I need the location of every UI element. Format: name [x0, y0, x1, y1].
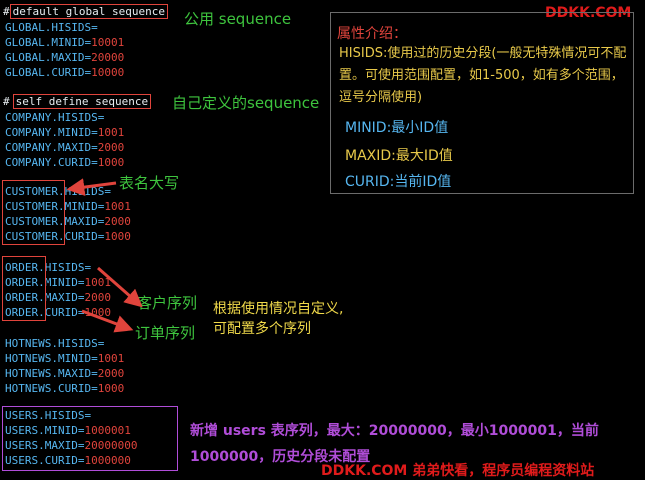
property-curid: CURID:当前ID值 — [345, 174, 452, 190]
users-block-highlight — [2, 406, 178, 471]
config-line: CUSTOMER.CURID=1000 — [5, 230, 131, 243]
config-line: USERS.CURID=1000000 — [5, 454, 131, 467]
brand-bottom: DDKK.COM 弟弟快看，程序员编程资料站 — [321, 463, 595, 479]
order-name-highlight — [2, 256, 46, 321]
arrow-table-upper — [66, 178, 117, 197]
arrow-customer-seq — [97, 266, 143, 308]
annotation-customer-seq: 客户序列 — [137, 294, 198, 312]
config-line: ORDER.CURID=1000 — [5, 306, 111, 319]
property-minid: MINID:最小ID值 — [345, 120, 449, 136]
config-line: HOTNEWS.MINID=1001 — [5, 352, 125, 365]
annotation-custom-define-1: 根据使用情况自定义, — [213, 301, 344, 317]
config-line: USERS.HISIDS= — [5, 409, 92, 422]
config-line: USERS.MINID=1000001 — [5, 424, 131, 437]
default-header-line: #default global sequence — [3, 4, 168, 19]
config-line: HOTNEWS.HISIDS= — [5, 337, 105, 350]
annotation-custom-define-2: 可配置多个序列 — [213, 321, 311, 337]
config-line: ORDER.MINID=1001 — [5, 276, 111, 289]
annotation-users-note: 新增 users 表序列，最大：20000000，最小1000001，当前100… — [190, 423, 599, 465]
config-line: ORDER.HISIDS= — [5, 261, 92, 274]
config-line: COMPANY.HISIDS= — [5, 111, 105, 124]
annotation-custom-sequence: 自己定义的sequence — [172, 94, 320, 112]
customer-name-highlight — [2, 180, 65, 245]
config-line: COMPANY.MINID=1001 — [5, 126, 125, 139]
config-line: ORDER.MAXID=2000 — [5, 291, 111, 304]
config-line: COMPANY.CURID=1000 — [5, 156, 125, 169]
comment-hash: # — [3, 95, 10, 108]
config-line: GLOBAL.HISIDS= — [5, 21, 98, 34]
order-block: ORDER.HISIDS= ORDER.MINID=1001 ORDER.MAX… — [5, 260, 111, 320]
hotnews-block: HOTNEWS.HISIDS= HOTNEWS.MINID=1001 HOTNE… — [5, 336, 124, 396]
property-maxid: MAXID:最大ID值 — [345, 148, 453, 164]
global-block: GLOBAL.HISIDS= GLOBAL.MINID=10001 GLOBAL… — [5, 20, 124, 80]
company-block: COMPANY.HISIDS= COMPANY.MINID=1001 COMPA… — [5, 110, 124, 170]
default-header: default global sequence — [9, 4, 168, 19]
annotation-table-upper: 表名大写 — [119, 174, 180, 192]
comment-hash: # — [3, 5, 10, 18]
config-line: HOTNEWS.MAXID=2000 — [5, 367, 125, 380]
config-line: GLOBAL.CURID=10000 — [5, 66, 125, 79]
properties-title: 属性介绍： — [337, 26, 407, 42]
self-header-line: #self define sequence — [3, 94, 152, 109]
annotation-public-sequence: 公用 sequence — [184, 10, 292, 28]
config-line: COMPANY.MAXID=2000 — [5, 141, 125, 154]
annotation-order-seq: 订单序列 — [135, 324, 196, 342]
config-line: GLOBAL.MAXID=20000 — [5, 51, 125, 64]
self-header: self define sequence — [12, 94, 152, 109]
users-block: USERS.HISIDS= USERS.MINID=1000001 USERS.… — [5, 408, 137, 468]
property-hisids: HISIDS:使用过的历史分段(一般无特殊情况可不配置。可使用范围配置，如1-5… — [339, 46, 627, 105]
properties-panel: 属性介绍： HISIDS:使用过的历史分段(一般无特殊情况可不配置。可使用范围配… — [330, 12, 634, 194]
config-line: CUSTOMER.MINID=1001 — [5, 200, 131, 213]
config-line: CUSTOMER.MAXID=2000 — [5, 215, 131, 228]
config-line: USERS.MAXID=20000000 — [5, 439, 138, 452]
arrow-order-seq — [81, 309, 134, 333]
brand-top: DDKK.COM — [545, 5, 632, 21]
config-line: GLOBAL.MINID=10001 — [5, 36, 125, 49]
config-line: HOTNEWS.CURID=1000 — [5, 382, 125, 395]
